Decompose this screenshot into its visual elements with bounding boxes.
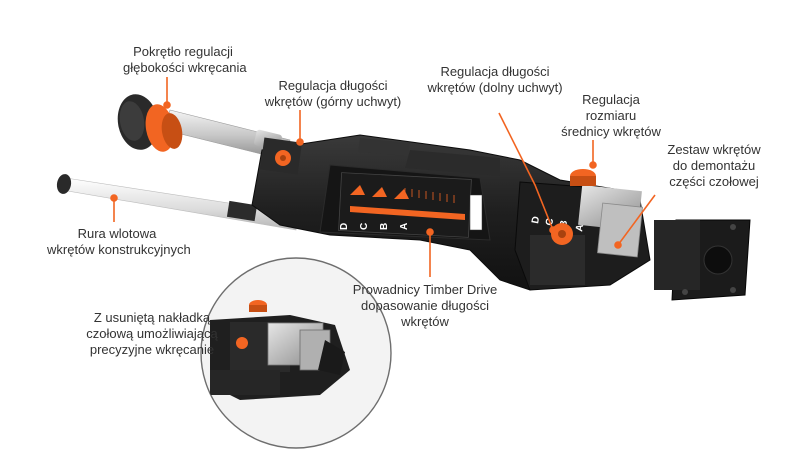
- depth-adjustment-knob: [117, 94, 183, 152]
- scale-letter-d: D: [339, 223, 350, 230]
- head-letter-d: D: [530, 215, 542, 224]
- leader-lines: [110, 77, 656, 277]
- scale-letter-a: A: [399, 223, 410, 230]
- scale-letter-b: B: [379, 223, 390, 230]
- timber-drive-guide: D C B A: [338, 172, 483, 238]
- feed-tube: [56, 174, 301, 231]
- inset-detail: [200, 257, 392, 449]
- front-head: D C B A: [514, 181, 751, 301]
- scale-letter-c: C: [359, 223, 370, 230]
- upper-length-knob: [259, 137, 303, 175]
- lower-length-knob: [551, 223, 573, 245]
- head-letter-a: A: [574, 223, 586, 232]
- diameter-knob: [570, 169, 596, 186]
